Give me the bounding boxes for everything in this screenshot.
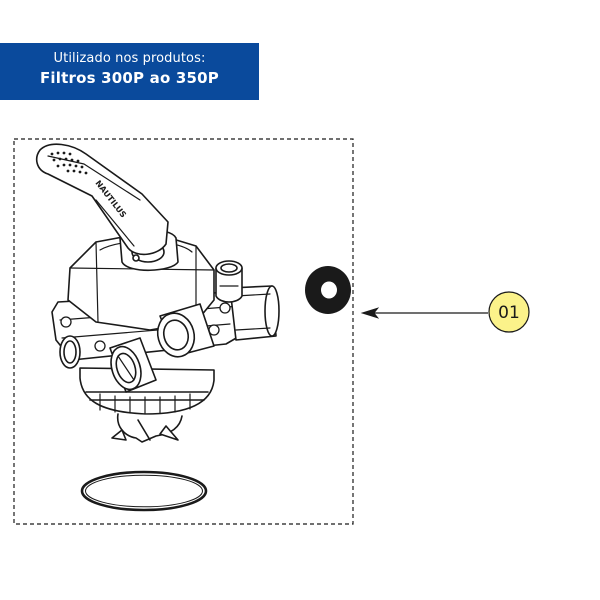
handle-grip-texture — [50, 151, 88, 175]
rotor-blades — [116, 413, 183, 443]
assembly-dashed-border — [13, 138, 354, 525]
callout-bubble-01: 01 — [488, 291, 530, 333]
banner-line-products: Filtros 300P ao 350P — [39, 69, 220, 87]
multiport-valve-drawing — [35, 143, 280, 443]
base-o-ring — [80, 470, 208, 512]
banner-line-usage: Utilizado nos produtos: — [53, 51, 206, 66]
valve-handle — [35, 143, 169, 256]
callout-arrow — [360, 307, 488, 319]
callout-label: 01 — [498, 303, 520, 323]
product-banner: Utilizado nos produtos: Filtros 300P ao … — [0, 43, 259, 100]
washer-part-01 — [305, 266, 351, 314]
